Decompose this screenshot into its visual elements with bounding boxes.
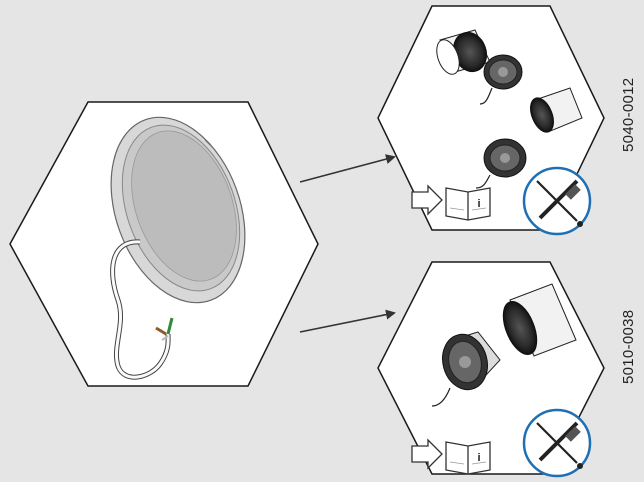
cover-cylinder-icon bbox=[436, 29, 491, 75]
cover-cylinder-icon bbox=[530, 87, 583, 133]
manual-info-label: i bbox=[477, 198, 480, 210]
lamp-module-icon bbox=[479, 54, 523, 105]
light-fixture bbox=[110, 116, 246, 304]
screwdriver-wrench-icon bbox=[522, 408, 592, 478]
outline-arrow-right-icon bbox=[411, 184, 443, 216]
part-number-bottom: 5010-0038 bbox=[620, 309, 637, 384]
cover-cylinder-icon bbox=[502, 283, 577, 357]
part-number-top: 5040-0012 bbox=[620, 77, 637, 152]
manual-info-label: i bbox=[477, 452, 480, 464]
power-cable bbox=[110, 239, 174, 380]
lamp-module-icon bbox=[475, 138, 527, 189]
green-wire bbox=[166, 317, 174, 335]
brown-wire bbox=[155, 326, 167, 336]
lamp-module-icon bbox=[431, 331, 501, 407]
open-book-info-icon: i bbox=[445, 187, 491, 221]
arrow-to-kit-top bbox=[299, 154, 396, 183]
outline-arrow-right-icon bbox=[411, 438, 443, 470]
main-hexagon bbox=[9, 101, 319, 387]
kit-hexagon-top bbox=[377, 5, 605, 231]
arrow-to-kit-bottom bbox=[299, 309, 396, 333]
open-book-info-icon: i bbox=[445, 441, 491, 475]
screwdriver-wrench-icon bbox=[522, 166, 592, 236]
